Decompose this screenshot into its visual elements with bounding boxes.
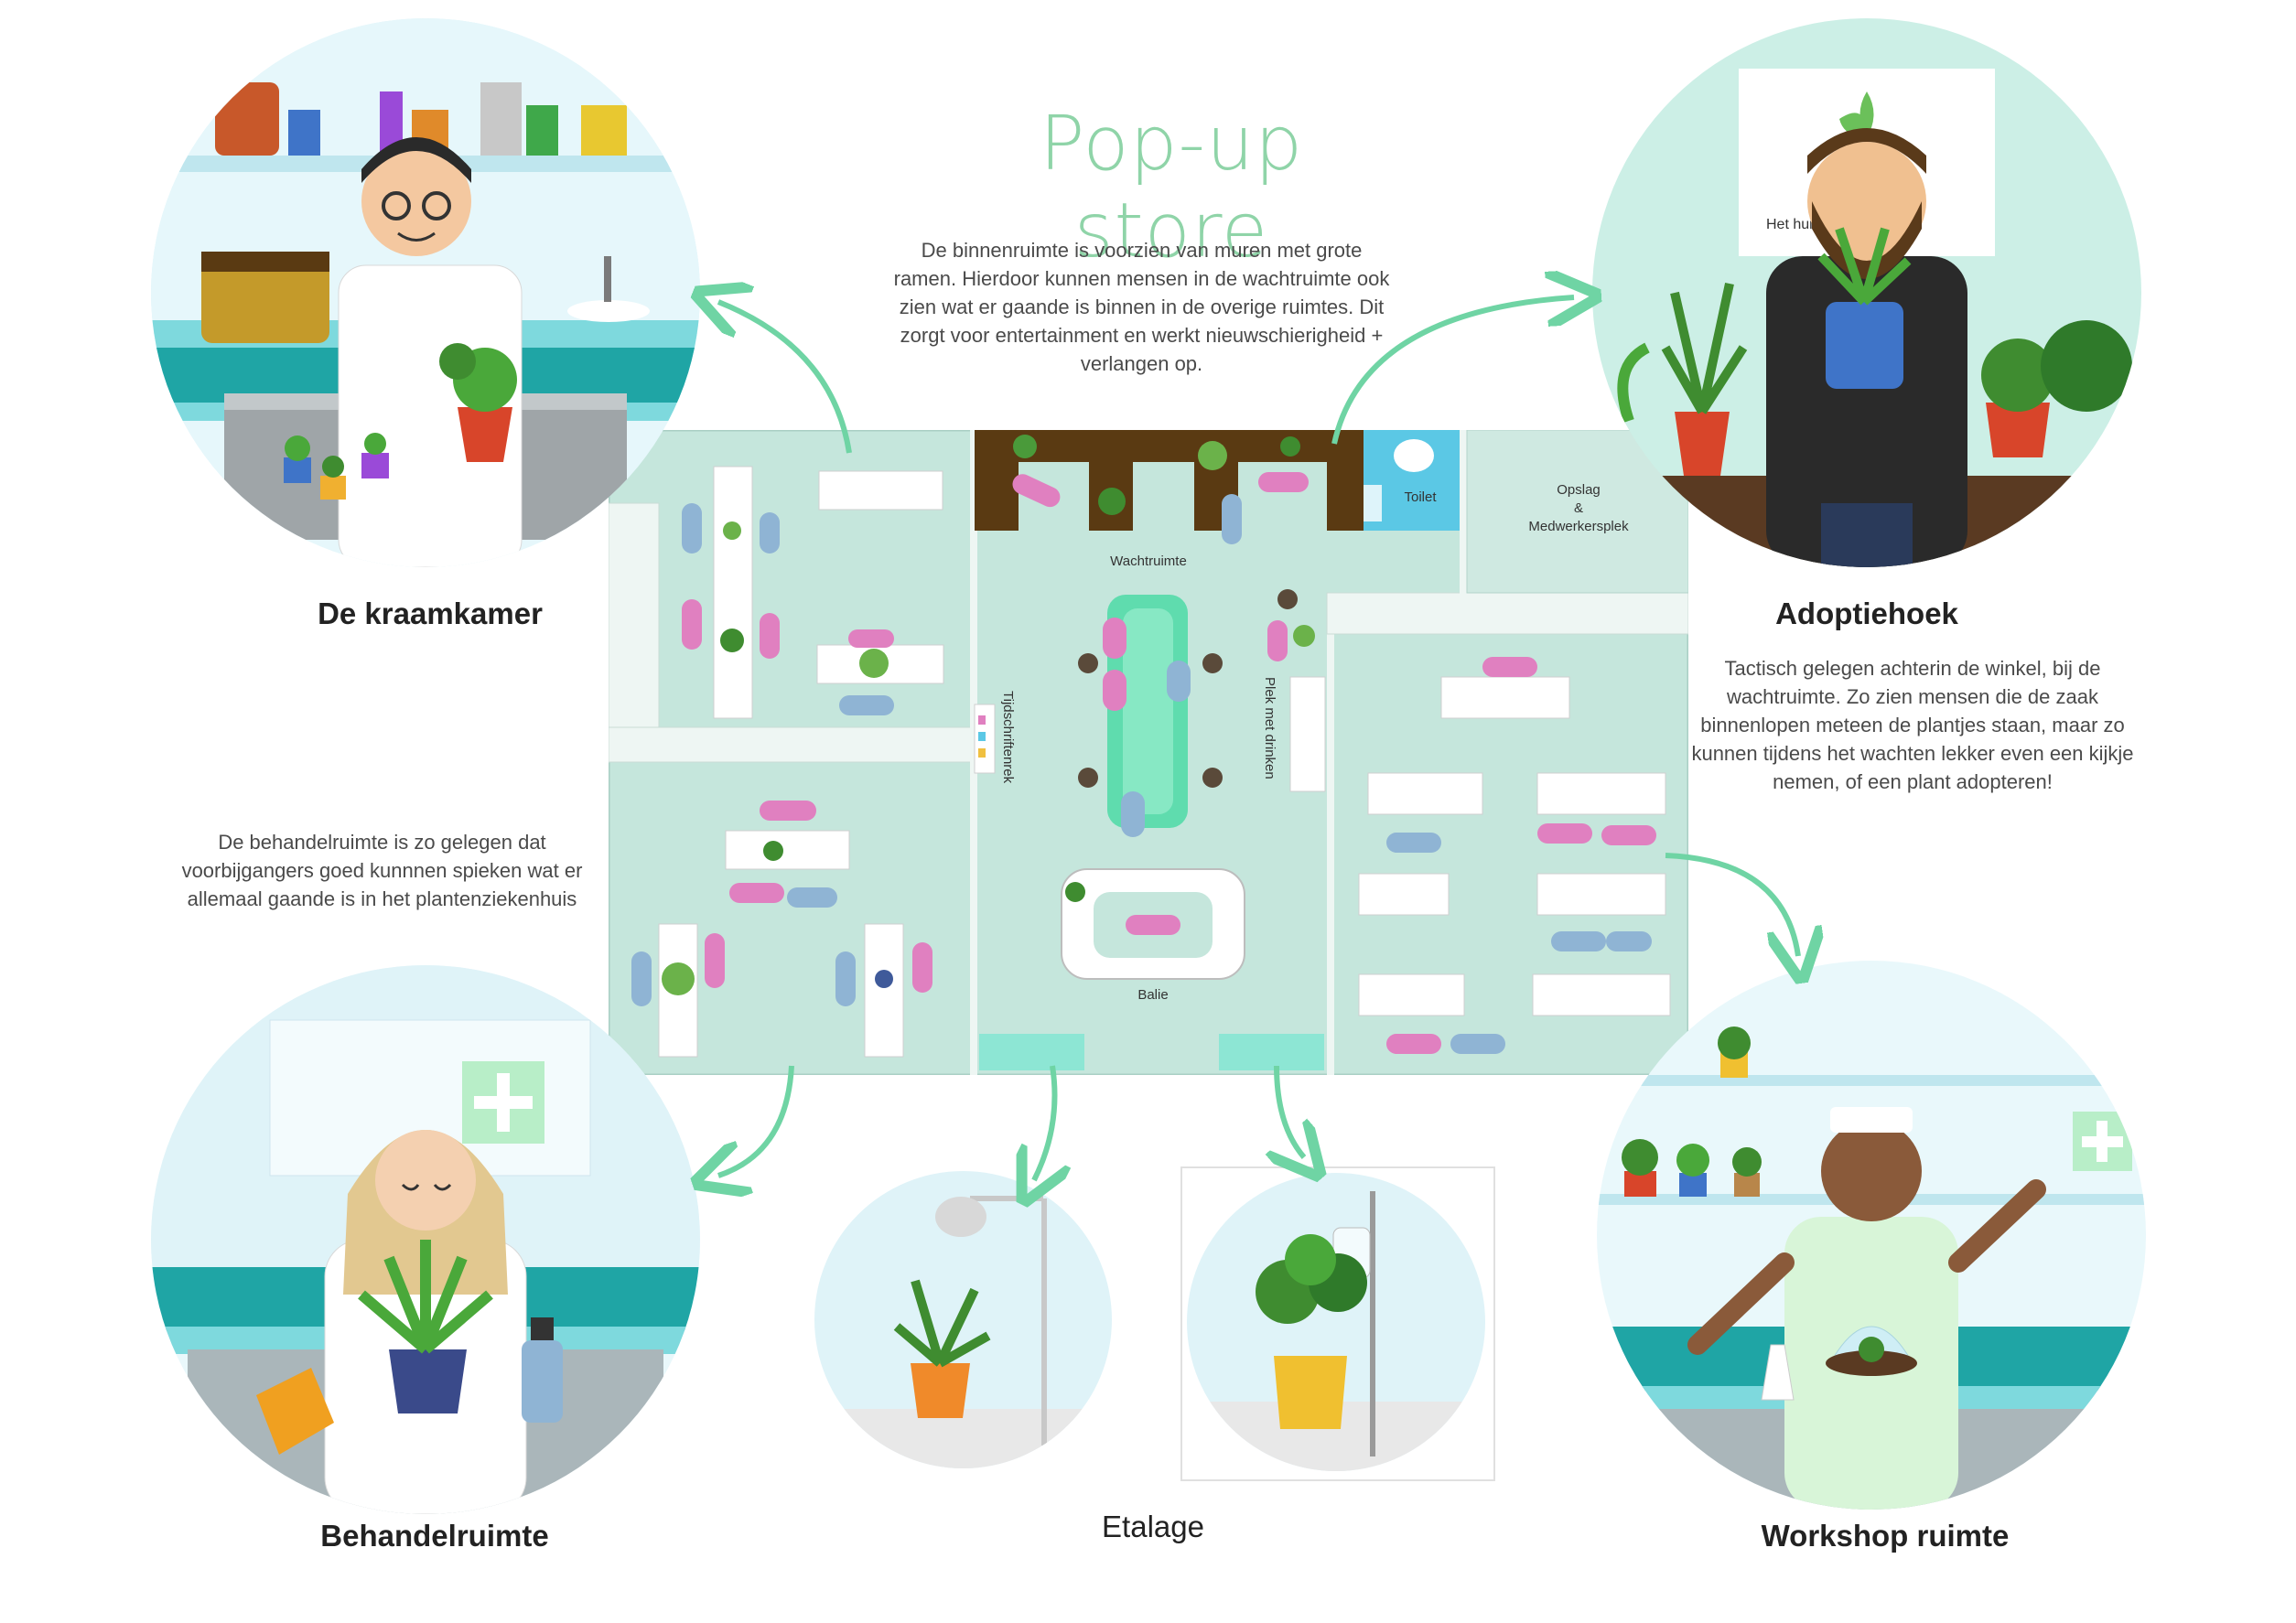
table-workshop-4 [1358, 873, 1450, 916]
interior-note: De binnenruimte is voorzien van muren me… [893, 239, 1390, 375]
arrow-to-workshop [1665, 853, 1798, 956]
label-etalage: Etalage [1102, 1510, 1204, 1543]
drinks-label: Plek met drinken [1262, 677, 1277, 779]
arrow-to-etalage-2 [1277, 1065, 1304, 1157]
sign-text: Het huis [1766, 217, 1820, 232]
storage-label-1: Opslag [1557, 482, 1601, 498]
wall-right-top [1326, 592, 1689, 635]
table-workshop-2 [1367, 772, 1483, 815]
magazine-label: Tijdschriftenrek [1000, 691, 1016, 784]
window-left [979, 1034, 1084, 1070]
wall-vertical-right [1327, 595, 1334, 1075]
wall-vertical-left [970, 430, 977, 1075]
table-workshop-7 [1532, 973, 1671, 1016]
drinks-table [1289, 676, 1326, 792]
storage-label-3: Medwerkersplek [1528, 519, 1629, 534]
adoption-note: Tactisch gelegen achterin de winkel, bij… [1691, 657, 2134, 793]
table-workshop-3 [1536, 772, 1666, 815]
arrow-to-kraamkamer [718, 302, 852, 454]
label-behandelruimte: Behandelruimte [320, 1519, 549, 1553]
floorplan: Toilet Opslag & Medwerkersplek Wachtruim… [607, 428, 1690, 1077]
toilet-icon [1394, 439, 1434, 472]
wall-left-middle [608, 726, 976, 763]
table-workshop-6 [1358, 973, 1465, 1016]
table-behandel-1 [725, 830, 850, 870]
table-kraam-1 [713, 466, 753, 719]
table-behandel-3 [864, 923, 904, 1058]
floorplan-drawing: Toilet Opslag & Medwerkersplek Wachtruim… [607, 428, 1690, 1077]
counter-label: Balie [1137, 987, 1168, 1003]
arrow-to-adoptiehoek [1331, 297, 1574, 445]
wall-left-inner [608, 502, 660, 728]
label-kraamkamer: De kraamkamer [318, 597, 543, 630]
page-title: Pop-up store [1039, 101, 1304, 274]
arrow-to-behandelruimte [718, 1065, 794, 1176]
circle-etalage-1 [814, 1171, 1112, 1468]
window-right [1219, 1034, 1324, 1070]
table-workshop-5 [1536, 873, 1666, 916]
waiting-label: Wachtruimte [1110, 554, 1187, 569]
table-kraam-2 [818, 470, 943, 511]
arrow-to-etalage-1 [1034, 1065, 1055, 1180]
label-adoptiehoek: Adoptiehoek [1775, 597, 1958, 630]
storage-label-2: & [1574, 500, 1583, 516]
label-workshop: Workshop ruimte [1761, 1519, 2010, 1553]
circle-etalage-2 [1187, 1173, 1485, 1471]
treatment-note: De behandelruimte is zo gelegen dat voor… [181, 831, 583, 910]
toilet-label: Toilet [1404, 489, 1437, 505]
circle-kraamkamer [151, 18, 700, 567]
